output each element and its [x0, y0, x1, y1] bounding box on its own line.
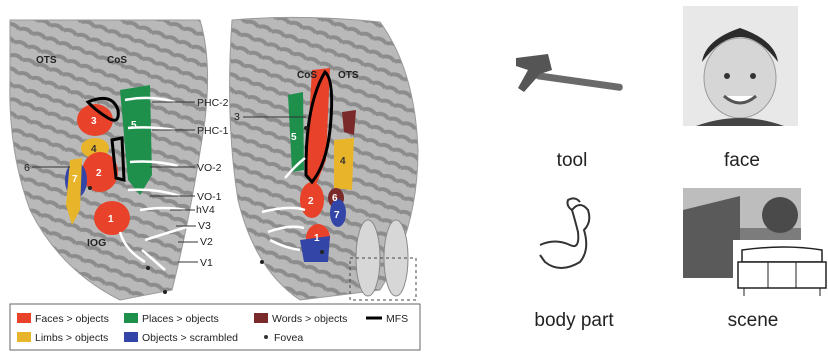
roi-label-vo-1: VO-1	[197, 191, 222, 203]
region-number: 5	[291, 132, 297, 143]
region-word-right	[342, 110, 356, 135]
legend-label-places: Places > objects	[142, 313, 219, 325]
legend-swatch-fovea	[264, 335, 268, 339]
legend-label-limbs: Limbs > objects	[35, 332, 108, 344]
flexed-arm-icon	[540, 198, 589, 268]
legend-label-objects: Objects > scrambled	[142, 332, 238, 344]
child-face-photo	[683, 6, 798, 126]
right-hemisphere-surface	[230, 17, 418, 300]
region-number: 3	[91, 116, 97, 127]
fovea-dot	[88, 186, 92, 190]
roi-label-phc-1: PHC-1	[197, 125, 229, 137]
fovea-dot	[304, 126, 308, 130]
region-number: 4	[340, 156, 346, 167]
legend-swatch-limbs	[17, 332, 31, 342]
sulcus-label-cos-left: CoS	[107, 55, 127, 66]
region-number: 6	[332, 193, 338, 204]
region-number: 7	[72, 174, 78, 185]
region-number: 2	[96, 168, 102, 179]
roi-label-iog: IOG	[87, 237, 106, 249]
fovea-dot	[320, 250, 324, 254]
legend-label-words: Words > objects	[272, 313, 347, 325]
legend-swatch-places	[124, 313, 138, 323]
roi-label-vo-2: VO-2	[197, 162, 222, 174]
roi-label-v3: V3	[198, 220, 211, 232]
legend: Faces > objects Places > objects Words >…	[10, 304, 420, 350]
fovea-dot	[146, 266, 150, 270]
roi-label-phc-2: PHC-2	[197, 97, 229, 109]
roi-label-3: 3	[234, 111, 240, 123]
fovea-dot	[260, 260, 264, 264]
region-number: 2	[308, 196, 314, 207]
region-number: 4	[91, 144, 97, 155]
sulcus-label-ots-left: OTS	[36, 55, 57, 66]
category-label-tool: tool	[502, 150, 642, 172]
category-label-face: face	[672, 150, 812, 172]
sulcus-label-cos-right: CoS	[297, 70, 317, 81]
roi-label-v2: V2	[200, 236, 213, 248]
category-label-scene: scene	[683, 310, 823, 332]
roi-label-v1: V1	[200, 257, 213, 269]
region-number: 1	[314, 233, 320, 244]
legend-label-mfs: MFS	[386, 313, 408, 325]
legend-swatch-objects	[124, 332, 138, 342]
legend-swatch-words	[254, 313, 268, 323]
category-label-body-part: body part	[504, 310, 644, 332]
sulcus-label-ots-right: OTS	[338, 70, 359, 81]
roi-label-hv4: hV4	[196, 204, 215, 216]
sofa-scene-photo	[683, 188, 828, 302]
legend-label-fovea: Fovea	[274, 332, 303, 344]
region-number: 5	[131, 120, 137, 131]
legend-label-faces: Faces > objects	[35, 313, 109, 325]
roi-label-6: 6	[24, 162, 30, 174]
hammer-icon	[516, 54, 623, 92]
fovea-dot	[163, 290, 167, 294]
region-number: 1	[108, 214, 114, 225]
region-number: 7	[334, 210, 340, 221]
legend-swatch-faces	[17, 313, 31, 323]
